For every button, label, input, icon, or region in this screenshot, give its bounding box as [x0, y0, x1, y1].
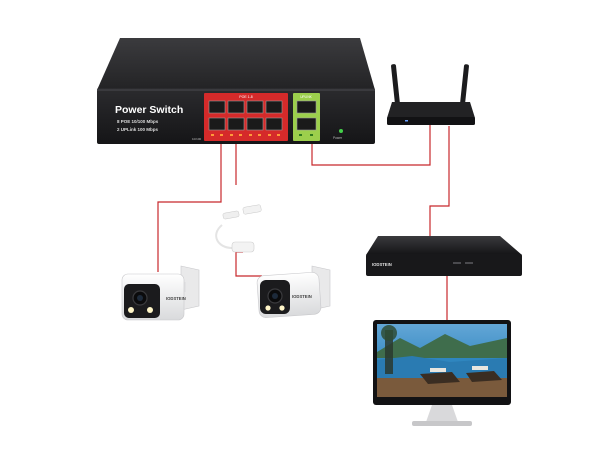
router-antenna-left — [391, 64, 400, 105]
poe-switch: Power Switch 8 POE 10/100 Mbps 2 UPLink … — [97, 38, 375, 144]
monitor-stand — [426, 405, 458, 422]
poe-port-6 — [227, 117, 245, 131]
nvr-brand: IODSTEIN — [372, 262, 392, 267]
uplink-port-1 — [296, 100, 317, 114]
switch-small-label: 10/100 — [192, 137, 202, 141]
poe-port-5 — [208, 117, 226, 131]
poe-port-leds — [211, 134, 280, 136]
router-body — [387, 102, 475, 118]
adapter-connector-1 — [222, 210, 240, 220]
poe-port-panel — [204, 93, 288, 141]
poe-port-4 — [265, 100, 283, 114]
camera-1: IODSTEIN — [121, 265, 200, 321]
adapter-connector-2 — [242, 204, 262, 215]
poe-port-1 — [208, 100, 226, 114]
power-led-icon — [339, 129, 343, 133]
uplink-port-2 — [296, 117, 317, 131]
switch-title: Power Switch — [115, 104, 183, 116]
poe-port-3 — [246, 100, 264, 114]
uplink-port-panel — [293, 93, 320, 141]
router-antenna-right — [460, 64, 469, 105]
poe-port-label: POE 1-8 — [239, 95, 252, 99]
link-router-nvr — [429, 126, 450, 236]
poe-port-2 — [227, 100, 245, 114]
poe-port-7 — [246, 117, 264, 131]
poe-port-8 — [265, 117, 283, 131]
switch-top-panel — [97, 38, 375, 90]
poe-adapter — [215, 204, 262, 253]
switch-spec-line1: 8 POE 10/100 Mbps — [117, 119, 159, 124]
poe-ports — [208, 100, 283, 131]
monitor-base — [412, 421, 472, 426]
nvr-front-panel — [366, 254, 522, 276]
nvr: IODSTEIN — [366, 236, 522, 276]
link-switch-camera1 — [157, 140, 222, 272]
link-adapter-camera2 — [235, 251, 262, 277]
router — [387, 64, 475, 125]
camera1-brand: IODSTEIN — [166, 296, 186, 301]
monitor — [373, 320, 511, 426]
camera-2: IODSTEIN — [256, 265, 331, 318]
link-switch-router — [311, 118, 431, 166]
power-indicator-label: Power — [333, 136, 343, 140]
switch-spec-line2: 2 UPLink 100 Mbps — [117, 127, 159, 132]
uplink-port-label: UPLINK — [300, 95, 312, 99]
adapter-body — [231, 241, 255, 253]
nvr-top-panel — [366, 236, 522, 255]
camera2-brand: IODSTEIN — [292, 294, 312, 299]
